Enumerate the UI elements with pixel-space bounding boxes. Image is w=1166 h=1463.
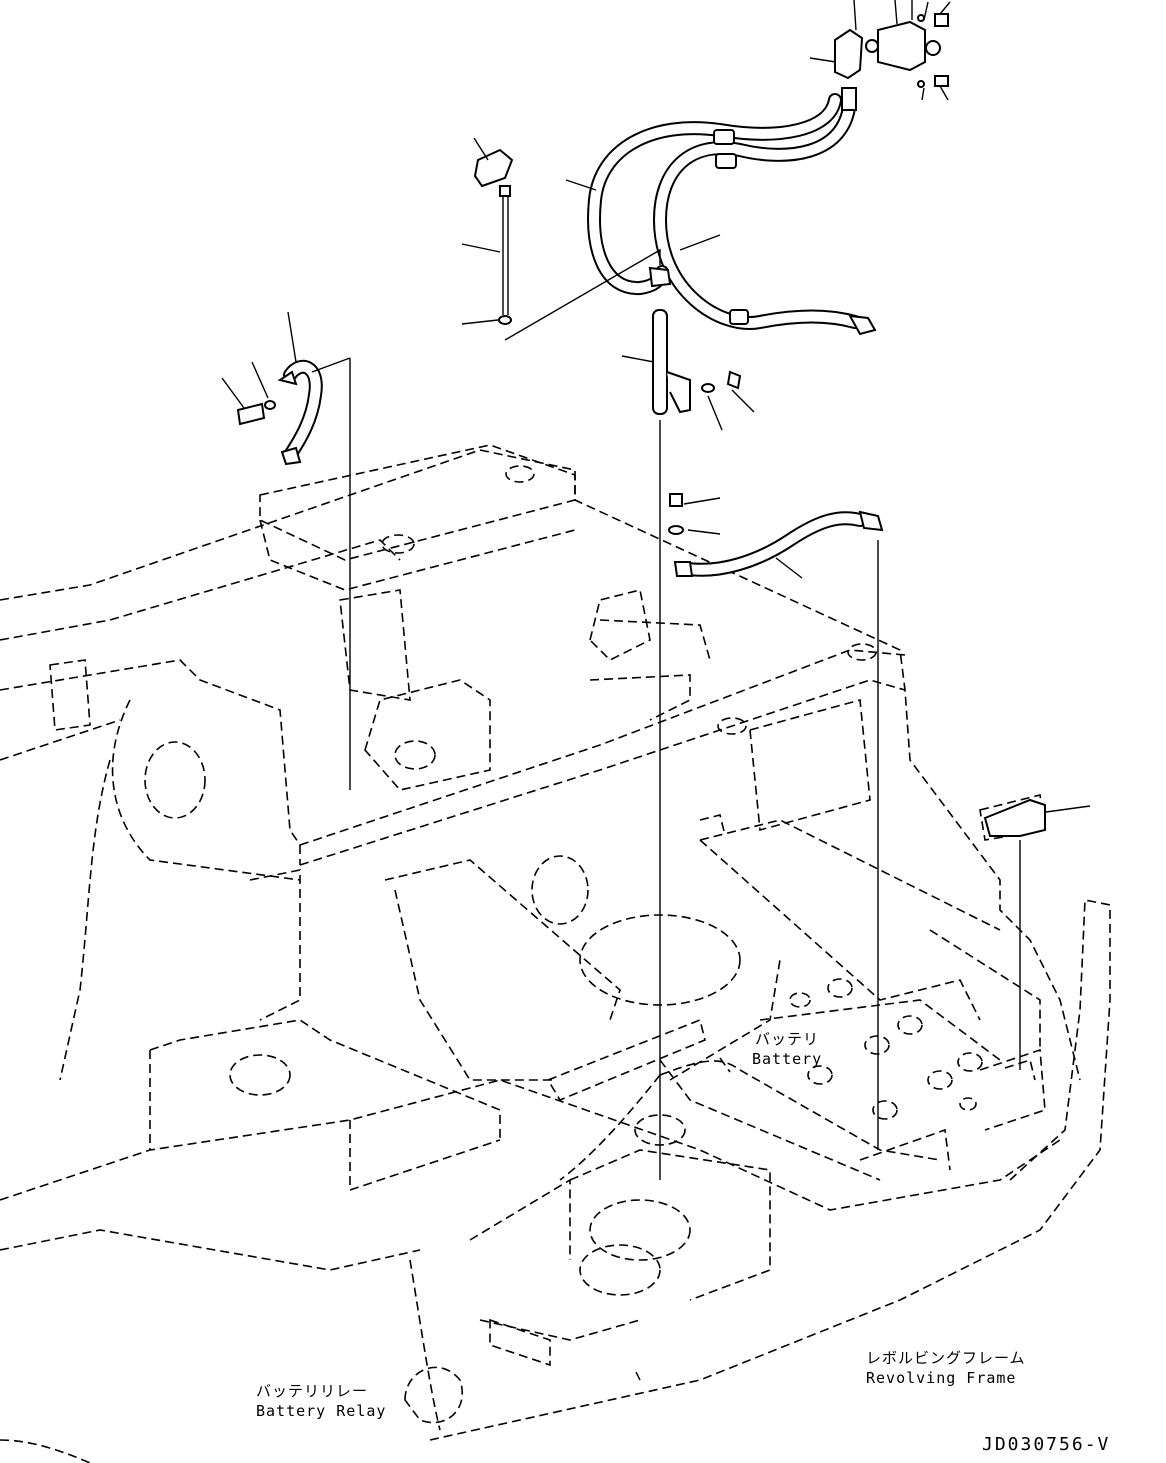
leader-lines bbox=[221, 0, 1091, 1381]
revolving-frame-label-jp: レボルビングフレーム bbox=[866, 1349, 1026, 1367]
battery-terminal-cables bbox=[559, 1057, 1036, 1181]
rod-bracket bbox=[652, 309, 742, 415]
revolving-frame-label-en: Revolving Frame bbox=[866, 1369, 1017, 1387]
battery-relay-label-jp: バッテリリレー bbox=[256, 1382, 369, 1400]
ground-cable-lower bbox=[668, 493, 884, 577]
battery-label-en: Battery bbox=[752, 1050, 823, 1068]
battery-relay-assembly bbox=[834, 13, 949, 88]
engine-components bbox=[364, 589, 726, 1424]
battery-cells bbox=[789, 978, 983, 1120]
cable-clamps bbox=[713, 129, 749, 325]
long-bolt bbox=[498, 185, 512, 325]
revolving-frame bbox=[0, 444, 1111, 1463]
battery-bracket bbox=[983, 798, 1046, 837]
drawing-code: JD030756-V bbox=[982, 1434, 1111, 1455]
battery-relay-label-en: Battery Relay bbox=[256, 1402, 387, 1420]
battery-cable-a bbox=[653, 87, 877, 336]
battery-label-jp: バッテリ bbox=[755, 1030, 820, 1048]
battery-cable-b bbox=[587, 93, 842, 295]
ground-cable-left bbox=[236, 359, 323, 466]
frame-holes bbox=[144, 465, 877, 1296]
terminal-cap bbox=[473, 148, 514, 188]
